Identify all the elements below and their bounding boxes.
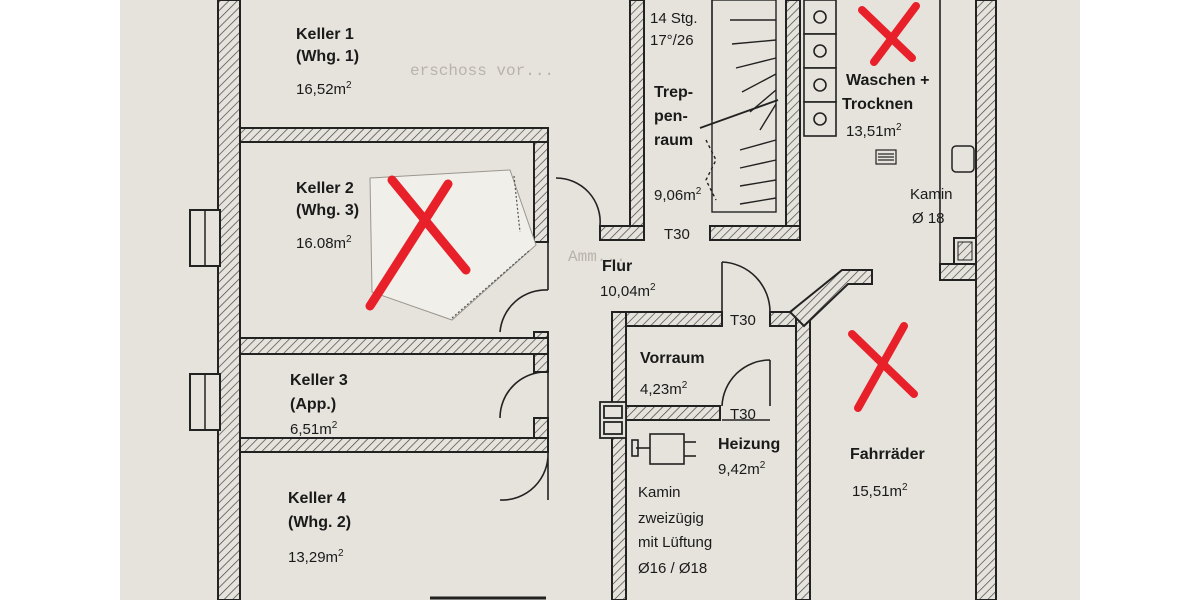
door-vorraum-top bbox=[721, 261, 771, 326]
label-waschen-2: Trocknen bbox=[842, 96, 914, 113]
label-waschen-area: 13,51m2 bbox=[846, 122, 902, 140]
wall-k2-k3 bbox=[239, 337, 549, 355]
label-keller3-sub: (App.) bbox=[290, 396, 337, 413]
label-keller2-name: Keller 2 bbox=[296, 180, 354, 197]
door-keller2 bbox=[499, 242, 549, 333]
wall-vorraum-left bbox=[611, 311, 627, 600]
wall-right-outer bbox=[975, 0, 997, 600]
door-heizung bbox=[721, 359, 771, 421]
wall-vorraum-right bbox=[795, 311, 811, 600]
label-heizung-area: 9,42m2 bbox=[718, 460, 766, 478]
washing-machines bbox=[803, 0, 837, 137]
paper-patch bbox=[369, 169, 537, 321]
staircase bbox=[699, 0, 779, 213]
chimney-heizung bbox=[599, 401, 627, 439]
label-flur-area: 10,04m2 bbox=[600, 282, 656, 300]
label-kamin-heizung-2: zweizügig bbox=[638, 510, 704, 527]
label-treppenraum-area: 9,06m2 bbox=[654, 186, 702, 204]
label-treppenraum-2: pen- bbox=[654, 108, 688, 125]
label-kamin-heizung-1: Kamin bbox=[638, 484, 681, 501]
label-keller4-name: Keller 4 bbox=[288, 490, 346, 507]
wall-kamin-right bbox=[939, 263, 977, 281]
label-keller1-name: Keller 1 bbox=[296, 26, 354, 43]
wall-stair-bottom-right bbox=[709, 225, 801, 241]
label-keller3-area: 6,51m2 bbox=[290, 420, 338, 438]
label-fahrraeder-area: 15,51m2 bbox=[852, 482, 908, 500]
label-heizung-name: Heizung bbox=[718, 436, 781, 453]
label-keller4-sub: (Whg. 2) bbox=[288, 514, 352, 531]
door-keller4 bbox=[499, 451, 549, 501]
label-keller4-area: 13,29m2 bbox=[288, 548, 344, 566]
bg-text-1: erschoss vor... bbox=[410, 62, 555, 80]
door-keller3 bbox=[499, 371, 549, 419]
label-door-t30-vorraum-bottom: T30 bbox=[730, 406, 756, 423]
label-kamin-top-size: Ø 18 bbox=[912, 210, 945, 227]
wall-left-outer bbox=[217, 0, 241, 600]
label-keller3-name: Keller 3 bbox=[290, 372, 348, 389]
wall-vorraum-top bbox=[611, 311, 723, 327]
wall-stair-left bbox=[629, 0, 645, 241]
sink bbox=[951, 145, 975, 173]
bg-text-2: Amm... bbox=[568, 248, 626, 266]
wall-k3-k4 bbox=[239, 437, 549, 453]
label-door-t30-stair: T30 bbox=[664, 226, 690, 243]
label-keller2-sub: (Whg. 3) bbox=[296, 202, 360, 219]
label-fahrraeder-name: Fahrräder bbox=[850, 446, 925, 463]
label-stairs-count: 14 Stg. bbox=[650, 10, 698, 27]
wall-stair-right bbox=[785, 0, 801, 241]
wall-keller-right-top bbox=[533, 141, 549, 243]
vent-grill bbox=[875, 149, 897, 165]
label-treppenraum-1: Trep- bbox=[654, 84, 694, 101]
door-treppenraum bbox=[555, 177, 601, 227]
label-vorraum-area: 4,23m2 bbox=[640, 380, 688, 398]
wall-angled bbox=[788, 269, 873, 328]
wall-k1-k2 bbox=[239, 127, 549, 143]
label-door-t30-vorraum-top: T30 bbox=[730, 312, 756, 329]
label-keller1-sub: (Whg. 1) bbox=[296, 48, 360, 65]
label-kamin-heizung-3: mit Lüftung bbox=[638, 534, 713, 551]
wall-stair-bottom-left bbox=[599, 225, 645, 241]
label-treppenraum-3: raum bbox=[654, 132, 694, 149]
wall-vorraum-bottom bbox=[625, 405, 721, 421]
label-flur-name: Flur bbox=[602, 258, 633, 275]
label-waschen-1: Waschen + bbox=[846, 72, 930, 89]
label-keller1-area: 16,52m2 bbox=[296, 80, 352, 98]
label-vorraum-name: Vorraum bbox=[640, 350, 705, 367]
label-keller2-area: 16.08m2 bbox=[296, 234, 352, 252]
label-kamin-top: Kamin bbox=[910, 186, 953, 203]
paper-background bbox=[120, 0, 1080, 600]
boiler bbox=[631, 433, 696, 465]
label-kamin-heizung-4: Ø16 / Ø18 bbox=[638, 560, 708, 577]
label-stairs-ratio: 17°/26 bbox=[650, 32, 694, 49]
